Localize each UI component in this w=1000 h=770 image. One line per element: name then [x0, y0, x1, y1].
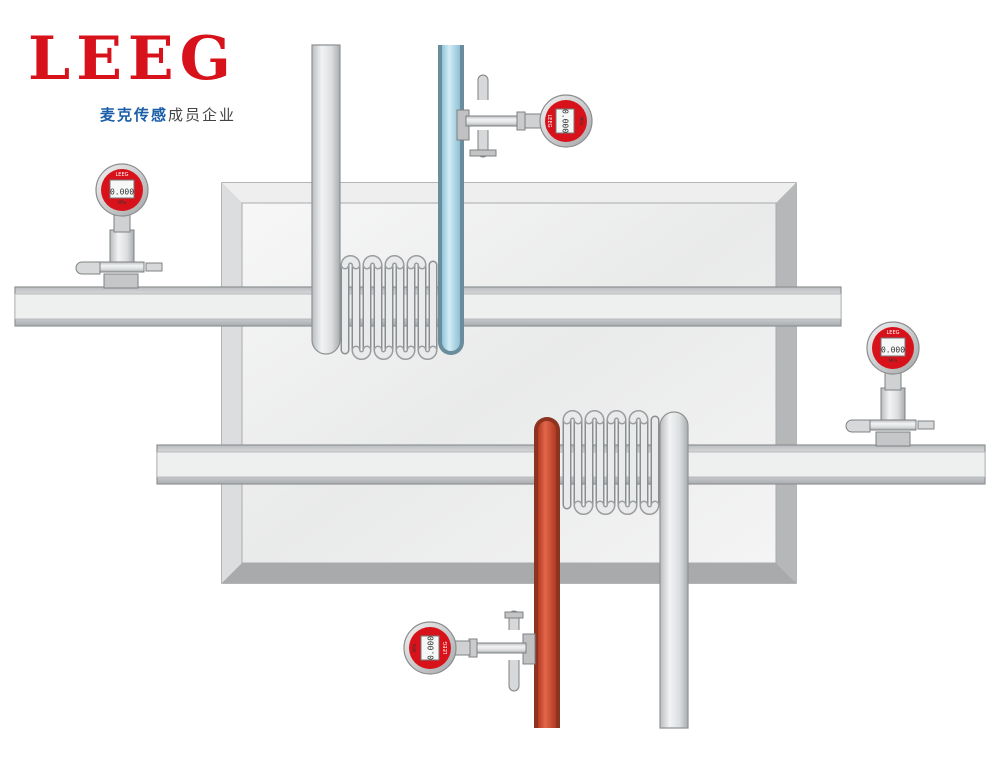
- lower-coil-steel-leg: [659, 411, 689, 729]
- pressure-gauge-top: LEEG 0.000 MPa: [456, 74, 593, 158]
- logo-tagline: 麦克传感成员企业: [100, 104, 236, 125]
- gauge-top-reading: 0.000: [561, 109, 570, 133]
- upper-coil-steel-leg: [311, 44, 341, 355]
- exchanger-frame: [221, 182, 797, 584]
- gauge-bottom-brand: LEEG: [443, 641, 449, 654]
- gauge-right-brand: LEEG: [887, 330, 900, 336]
- gauge-left-unit: MPa: [118, 200, 127, 205]
- gauge-top-brand: LEEG: [546, 115, 552, 128]
- brand-logo: LEEG 麦克传感成员企业: [28, 24, 243, 124]
- lower-coil-hot-leg: [534, 417, 560, 728]
- lower-heat-coil: [562, 410, 660, 515]
- tagline-primary: 麦克传感: [100, 106, 169, 124]
- upper-heat-coil: [340, 255, 438, 360]
- tagline-secondary: 成员企业: [168, 106, 237, 124]
- gauge-right-unit: MPa: [889, 358, 898, 363]
- gauge-right-reading: 0.000: [881, 346, 905, 355]
- pressure-gauge-bottom: LEEG 0.000 MPa: [403, 610, 536, 692]
- gauge-left-reading: 0.000: [110, 188, 134, 197]
- pressure-gauge-left: LEEG 0.000 MPa: [75, 163, 163, 289]
- gauge-bottom-reading: 0.000: [427, 636, 436, 660]
- pressure-gauge-right: LEEG 0.000 MPa: [845, 321, 935, 447]
- upper-horizontal-pipe: [14, 286, 842, 327]
- logo-text: LEEG: [28, 24, 237, 94]
- gauge-left-brand: LEEG: [116, 172, 129, 178]
- gauge-top-unit: MPa: [579, 117, 584, 126]
- gauge-bottom-unit: MPa: [412, 643, 417, 652]
- upper-coil-cold-leg: [438, 45, 464, 355]
